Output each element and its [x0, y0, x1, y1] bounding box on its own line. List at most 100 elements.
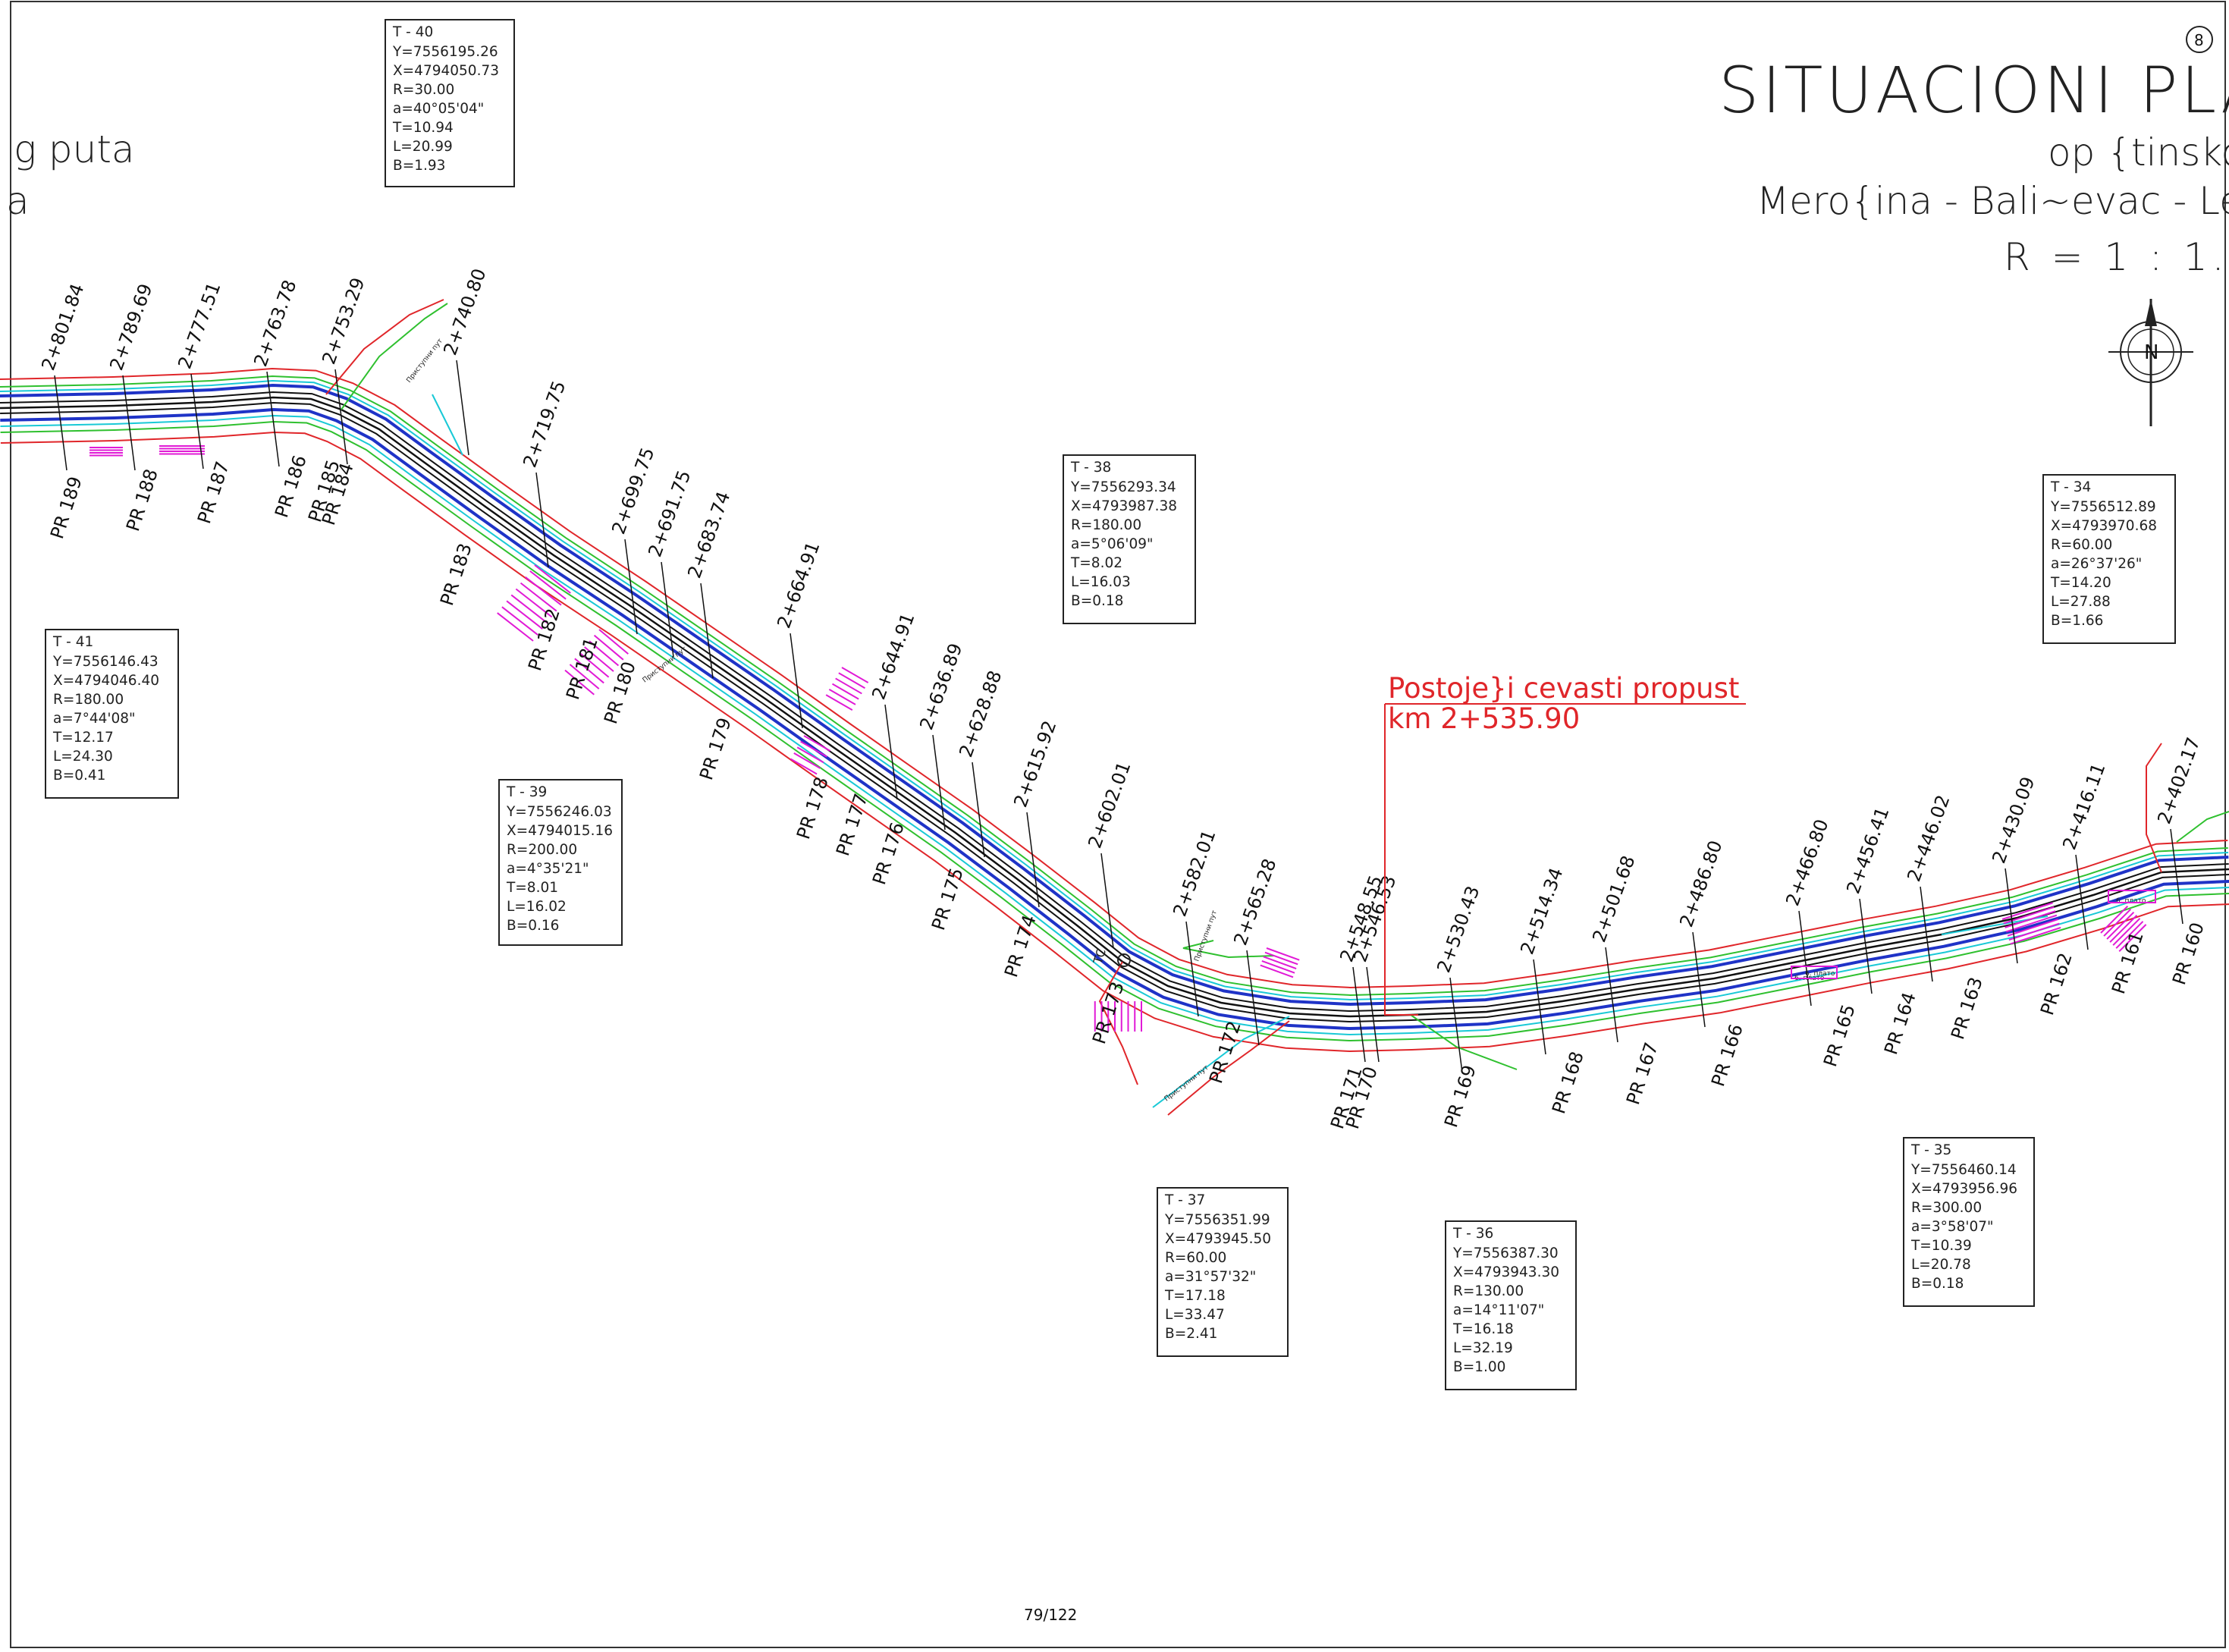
chainage-label: 2+565.28: [1229, 856, 1280, 948]
profile-label: PR 176: [868, 820, 909, 887]
curve-table-line: B=0.16: [507, 918, 559, 934]
curve-table-frame: [1445, 1220, 1577, 1390]
chainage-tick: [661, 561, 674, 658]
curve-table-line: L=32.19: [1453, 1340, 1513, 1356]
chainage-tick: [1185, 921, 1199, 1017]
chainage-tick: [1920, 886, 1933, 982]
curve-table-id: T - 39: [506, 784, 547, 800]
left-title-fragment-1: g puta: [14, 127, 135, 171]
hatch-area-7: [1260, 947, 1300, 978]
profile-label: PR 183: [436, 541, 476, 608]
chainage-tick: [1605, 947, 1618, 1043]
chainage-label: 2+416.11: [2058, 760, 2109, 853]
curve-table-line: B=1.00: [1453, 1359, 1505, 1375]
curve-table-line: L=20.99: [393, 139, 453, 155]
chainage-tick: [1692, 931, 1706, 1028]
hatch-area-8: [1094, 1001, 1142, 1032]
curve-table-line: X=4794050.73: [393, 63, 499, 79]
curve-table-id: T - 38: [1070, 460, 1111, 476]
curve-table-line: L=33.47: [1165, 1307, 1225, 1323]
chainage-label: 2+763.78: [250, 277, 300, 369]
lane-line-south: [0, 401, 2229, 1023]
chainage-label: 2+446.02: [1903, 792, 1954, 884]
hatch-area-10: [2100, 905, 2147, 952]
profile-label: PR 167: [1622, 1040, 1662, 1107]
profile-label: PR 187: [193, 459, 234, 526]
curve-table-line: X=4793970.68: [2051, 518, 2157, 534]
chainage-label: 2+789.69: [105, 281, 156, 373]
curve-table-line: T=12.17: [52, 730, 114, 746]
curve-table-line: Y=7556246.03: [506, 804, 612, 820]
access-road-south-cyan: [1152, 1016, 1290, 1108]
profile-label: PR 163: [1947, 975, 1987, 1042]
curve-table-line: R=180.00: [1071, 517, 1141, 533]
chainage-tick: [54, 375, 67, 471]
access-road-north-red: [325, 299, 444, 395]
ditch-line-north: [0, 379, 2229, 1001]
access-road-mid-green: [1182, 940, 1275, 959]
chainage-label: 2+486.80: [1675, 837, 1726, 930]
boundary-line-south: [0, 431, 2229, 1053]
road-edge-south: [0, 407, 2229, 1031]
curve-table-id: T - 34: [2050, 479, 2091, 495]
curve-table-line: a=3°58'07": [1911, 1219, 1994, 1235]
profile-label: PR 166: [1707, 1022, 1747, 1089]
curve-table-line: B=2.41: [1165, 1326, 1217, 1342]
profile-label: PR 179: [695, 715, 736, 783]
chainage-label: 2+402.17: [2153, 734, 2204, 827]
curve-table-line: L=20.78: [1911, 1257, 1971, 1273]
road-edge-north: [0, 383, 2229, 1007]
curve-table-frame: [45, 629, 179, 799]
plan-scale: R = 1 : 1.0: [2004, 235, 2229, 279]
curve-tables: T - 40Y=7556195.26X=4794050.73R=30.00a=4…: [45, 19, 2176, 1390]
chainage-tick: [790, 633, 803, 729]
chainage-tick: [266, 371, 280, 467]
curve-table: T - 39Y=7556246.03X=4794015.16R=200.00a=…: [498, 779, 623, 946]
chainage-label: 2+466.80: [1782, 816, 1832, 909]
boundary-line-north: [0, 367, 2228, 989]
chainage-label: 2+582.01: [1169, 827, 1220, 919]
chainage-label: 2+636.89: [915, 640, 966, 733]
curve-table-line: T=14.20: [2050, 575, 2111, 591]
curve-table-line: a=31°57'32": [1165, 1269, 1256, 1285]
chainage-tick: [972, 762, 985, 858]
curve-table: T - 41Y=7556146.43X=4794046.40R=180.00a=…: [45, 629, 179, 799]
chainage-label: 2+430.09: [1988, 774, 2039, 866]
small-label: 6. плато: [1805, 970, 1835, 978]
profile-label: PR 160: [2168, 920, 2209, 988]
curve-table: T - 37Y=7556351.99X=4793945.50R=60.00a=3…: [1157, 1187, 1289, 1357]
plato-box: [1791, 966, 1838, 979]
chainage-tick: [1798, 910, 1812, 1007]
chainage-label: 2+691.75: [644, 467, 695, 560]
chainage-tick: [535, 472, 549, 568]
curve-table-line: B=1.66: [2051, 613, 2103, 629]
curve-table-frame: [1063, 454, 1196, 624]
profile-label: PR 188: [122, 466, 162, 534]
curve-table-line: a=14°11'07": [1453, 1302, 1544, 1318]
hatch-area-4: [564, 629, 629, 696]
curve-table-id: T - 40: [392, 24, 433, 40]
hatch-area-3: [497, 564, 571, 642]
tc-marker-icon: [1117, 953, 1131, 967]
curve-table-line: R=30.00: [393, 82, 454, 98]
curve-table-line: T=8.01: [506, 880, 558, 896]
curve-table-line: Y=7556460.14: [1910, 1162, 2017, 1178]
chainage-label: 2+699.75: [607, 444, 658, 537]
chainage-label: 2+683.74: [683, 488, 734, 581]
access-road-west-red: [1098, 961, 1138, 1085]
access-road-culvert-green: [1410, 1014, 1518, 1070]
curve-table-line: Y=7556512.89: [2050, 499, 2156, 515]
hatch-area-2: [159, 445, 205, 455]
chainage-tick: [2170, 828, 2183, 925]
culvert-note-line2: km 2+535.90: [1388, 702, 1580, 735]
chainage-label: 2+602.01: [1084, 758, 1135, 851]
curve-table-line: X=4793987.38: [1071, 498, 1177, 514]
left-title-fragment-2: a: [6, 179, 30, 223]
hatch-areas: [89, 445, 2147, 1032]
profile-label: PR 186: [271, 453, 311, 520]
chainage-label: 2+456.41: [1842, 804, 1893, 897]
plan-route: Mero{ina - Bali~evac - Lepaja: [1757, 179, 2229, 223]
profile-label: PR 189: [46, 474, 86, 542]
chainage-tick: [932, 734, 946, 831]
